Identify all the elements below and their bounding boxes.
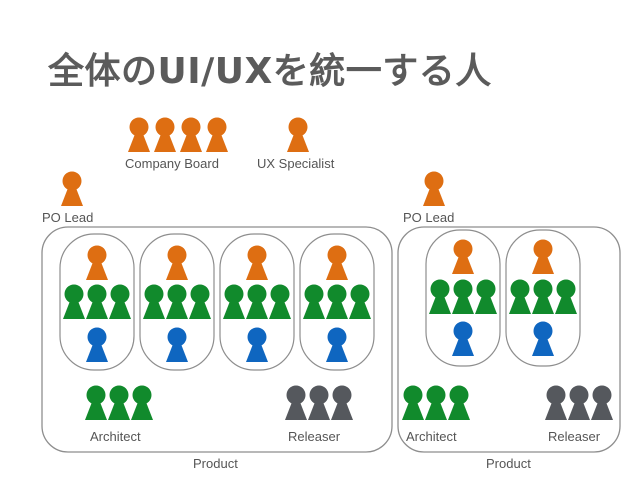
person-icon — [108, 385, 130, 420]
team-pill — [425, 229, 501, 367]
person-icon — [591, 385, 613, 420]
releaser-label: Releaser — [288, 429, 341, 444]
company-board-label: Company Board — [125, 156, 219, 171]
person-icon — [331, 385, 353, 420]
person-icon — [452, 279, 474, 314]
person-icon — [308, 385, 330, 420]
person-icon — [475, 279, 497, 314]
person-icon — [287, 117, 309, 152]
architect-label: Architect — [406, 429, 457, 444]
person-icon — [326, 327, 348, 362]
product-label: Product — [486, 456, 531, 471]
team-pill — [59, 233, 135, 371]
person-icon — [568, 385, 590, 420]
person-icon — [402, 385, 424, 420]
person-icon — [429, 279, 451, 314]
person-icon — [326, 284, 348, 319]
person-icon — [303, 284, 325, 319]
person-icon — [423, 171, 445, 206]
person-icon — [166, 245, 188, 280]
product-2-box — [397, 226, 621, 453]
releaser-label: Releaser — [548, 429, 601, 444]
person-icon — [532, 321, 554, 356]
person-icon — [86, 327, 108, 362]
po-lead-label: PO Lead — [403, 210, 455, 225]
person-icon — [532, 239, 554, 274]
product-label: Product — [193, 456, 238, 471]
architect-label: Architect — [90, 429, 141, 444]
person-icon — [545, 385, 567, 420]
po-lead-label: PO Lead — [42, 210, 94, 225]
person-icon — [166, 284, 188, 319]
person-icon — [223, 284, 245, 319]
person-icon — [246, 284, 268, 319]
page-title: 全体のUI/UXを統一する人 — [48, 51, 492, 92]
person-icon — [154, 117, 176, 152]
team-pill — [139, 233, 215, 371]
person-icon — [143, 284, 165, 319]
person-icon — [86, 284, 108, 319]
person-icon — [349, 284, 371, 319]
person-icon — [128, 117, 150, 152]
person-icon — [425, 385, 447, 420]
person-icon — [131, 385, 153, 420]
person-icon — [206, 117, 228, 152]
person-icon — [555, 279, 577, 314]
team-pill — [219, 233, 295, 371]
person-icon — [166, 327, 188, 362]
person-icon — [532, 279, 554, 314]
person-icon — [448, 385, 470, 420]
person-icon — [285, 385, 307, 420]
person-icon — [246, 327, 268, 362]
team-pill — [505, 229, 581, 367]
person-icon — [509, 279, 531, 314]
person-icon — [452, 321, 474, 356]
person-icon — [326, 245, 348, 280]
person-icon — [189, 284, 211, 319]
team-pill — [299, 233, 375, 371]
person-icon — [63, 284, 85, 319]
person-icon — [85, 385, 107, 420]
person-icon — [61, 171, 83, 206]
person-icon — [269, 284, 291, 319]
product-1-box — [41, 226, 393, 453]
person-icon — [246, 245, 268, 280]
person-icon — [180, 117, 202, 152]
person-icon — [86, 245, 108, 280]
ux-specialist-label: UX Specialist — [257, 156, 335, 171]
person-icon — [452, 239, 474, 274]
person-icon — [109, 284, 131, 319]
